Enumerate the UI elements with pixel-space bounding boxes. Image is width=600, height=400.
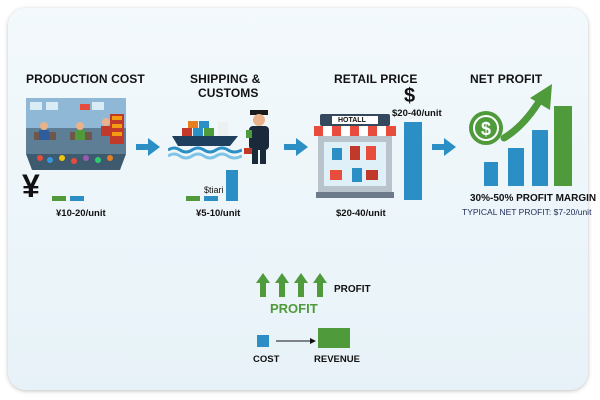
production-blue-bar (70, 196, 84, 201)
production-cost-title: PRODUCTION COST (26, 72, 145, 86)
cargo-ship-icon (168, 121, 242, 160)
shipping-blue-bar-small (204, 196, 218, 201)
shipping-blue-bar-tall (226, 170, 238, 201)
dollar-coin-icon: $ (469, 111, 503, 145)
profit-bar-4 (554, 106, 572, 186)
retail-range-top: $20-40/unit (392, 108, 442, 119)
flow-arrow-3 (432, 138, 456, 156)
net-profit-title: NET PROFIT (470, 72, 543, 86)
retail-blue-bar (404, 122, 422, 200)
shipping-title-line1: SHIPPING & (190, 72, 261, 86)
profit-arrows-icon (256, 273, 327, 297)
shipping-bar-label: $tiari (204, 185, 224, 195)
factory-icon (26, 98, 126, 170)
svg-text:$: $ (481, 119, 491, 139)
cost-label: COST (253, 354, 280, 365)
cost-swatch (257, 335, 269, 347)
shipping-green-bar (186, 196, 200, 201)
shipping-range: ¥5-10/unit (196, 208, 241, 219)
revenue-swatch (318, 328, 350, 348)
yen-symbol: ¥ (22, 168, 40, 204)
flow-arrow-2 (284, 138, 308, 156)
storefront-icon (314, 114, 396, 198)
customs-officer-icon (244, 110, 269, 164)
background-panel (8, 8, 588, 390)
legend-profit-title: PROFIT (270, 301, 318, 316)
profit-bar-3 (532, 130, 548, 186)
store-sign-text: HOTALL (338, 117, 366, 124)
typical-net-profit-text: TYPICAL NET PROFIT: $7-20/unit (462, 207, 592, 217)
cost-to-revenue-arrow (276, 338, 316, 344)
production-range: ¥10-20/unit (56, 208, 106, 219)
profit-arrows-label: PROFIT (334, 284, 371, 295)
production-green-bar (52, 196, 66, 201)
profit-margin-text: 30%-50% PROFIT MARGIN (470, 193, 597, 204)
revenue-label: REVENUE (314, 354, 360, 365)
profit-bar-2 (508, 148, 524, 186)
retail-range-bottom: $20-40/unit (336, 208, 386, 219)
profit-bar-1 (484, 162, 498, 186)
flow-arrow-1 (136, 138, 160, 156)
retail-price-title: RETAIL PRICE (334, 72, 418, 86)
shipping-title-line2: CUSTOMS (198, 86, 259, 100)
growth-arrow-icon (500, 84, 552, 142)
retail-dollar-symbol: $ (404, 85, 416, 107)
